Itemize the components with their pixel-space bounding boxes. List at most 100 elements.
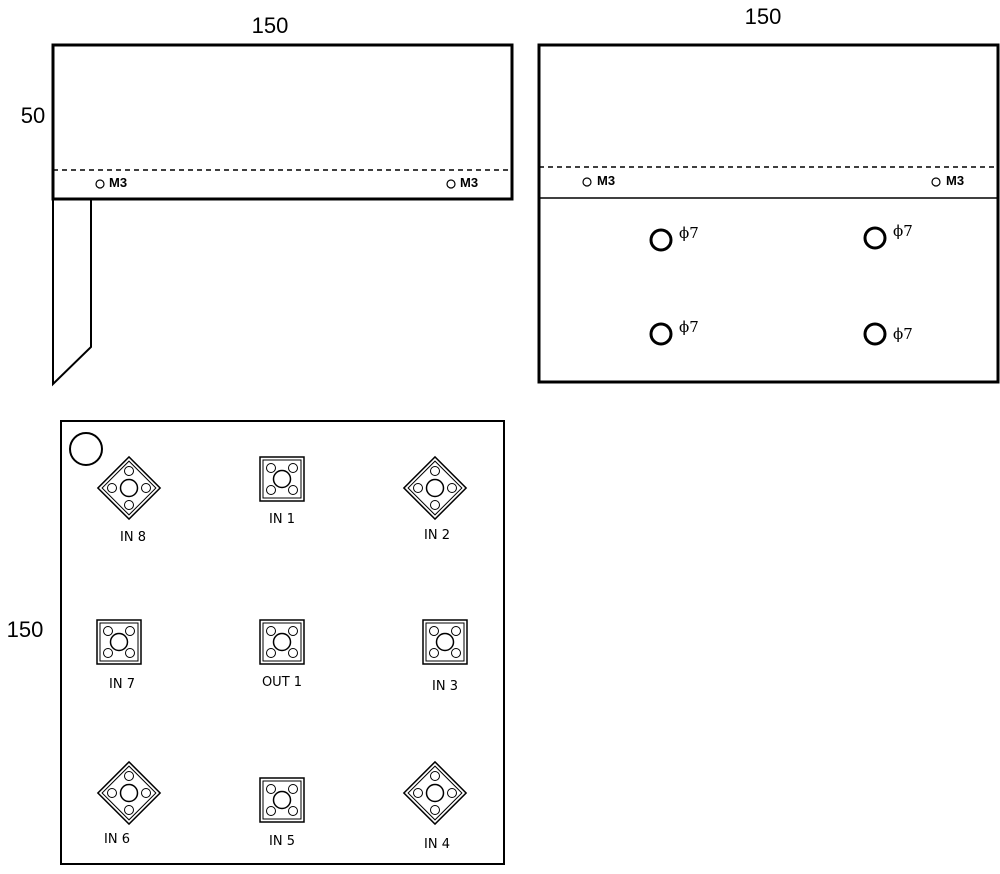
screw-hole-icon — [430, 771, 440, 781]
connector-label: IN 6 — [104, 832, 130, 847]
left-height-dimension: 50 — [21, 103, 45, 128]
screw-hole-icon — [266, 648, 276, 658]
connector-flange-inner — [407, 765, 463, 821]
screw-hole-icon — [103, 648, 113, 658]
connector-out1: OUT 1 — [259, 619, 305, 690]
connector-flange — [259, 777, 305, 823]
connector-flange-inner — [99, 622, 139, 662]
connector-in6: IN 6 — [96, 760, 162, 847]
mount-hole-icon — [863, 322, 887, 346]
connector-flange — [259, 619, 305, 665]
connector-in2: IN 2 — [402, 455, 468, 543]
connector-flange — [402, 455, 468, 521]
right-width-dimension: 150 — [745, 4, 782, 29]
phi7-label: ϕ7 — [679, 318, 699, 336]
connector-grid: IN 8 IN 1 IN 2 IN 7 OUT 1 IN 3 IN 6 IN 5 IN 4 — [96, 455, 468, 852]
screw-hole-icon — [430, 500, 440, 510]
connector-flange-inner — [101, 765, 157, 821]
m3-label-right: M3 — [460, 175, 478, 190]
screw-hole-icon — [447, 483, 457, 493]
screw-hole-icon — [429, 626, 439, 636]
connector-center-icon — [272, 469, 292, 489]
connector-center-icon — [272, 632, 292, 652]
phi7-label: ϕ7 — [893, 222, 913, 240]
phi7-label: ϕ7 — [679, 224, 699, 242]
connector-center-icon — [109, 632, 129, 652]
connector-in3: IN 3 — [422, 619, 468, 694]
connector-label: IN 2 — [424, 528, 450, 543]
m3-label-left: M3 — [597, 173, 615, 188]
screw-hole-icon — [103, 626, 113, 636]
connector-flange-inner — [101, 460, 157, 516]
screw-hole-icon — [266, 784, 276, 794]
right-top-view: 150 M3 M3 ϕ7 ϕ7 ϕ7 ϕ7 — [537, 4, 1000, 384]
connector-flange-inner — [262, 780, 302, 820]
connector-in5: IN 5 — [259, 777, 305, 849]
left-side-view: 150 50 M3 M3 — [21, 13, 514, 387]
screw-hole-icon — [451, 626, 461, 636]
screw-hole-icon — [266, 485, 276, 495]
screw-hole-icon — [124, 466, 134, 476]
screw-hole-icon — [288, 648, 298, 658]
screw-hole-icon — [125, 648, 135, 658]
phi7-label: ϕ7 — [893, 325, 913, 343]
left-width-dimension: 150 — [252, 13, 289, 38]
connector-label: IN 5 — [269, 834, 295, 849]
connector-flange — [259, 456, 305, 502]
connector-flange — [402, 760, 468, 826]
screw-hole-icon — [124, 500, 134, 510]
panel-height-dimension: 150 — [7, 617, 44, 642]
connector-label: IN 1 — [269, 512, 295, 527]
mount-hole-icon — [863, 226, 887, 250]
left-flange-leg — [52, 199, 92, 387]
m3-hole-icon — [95, 179, 105, 189]
mount-hole-icon — [649, 322, 673, 346]
connector-in7: IN 7 — [96, 619, 142, 692]
panel-hole-icon — [69, 432, 103, 466]
connector-flange — [422, 619, 468, 665]
screw-hole-icon — [288, 806, 298, 816]
m3-hole-icon — [582, 177, 592, 187]
screw-hole-icon — [288, 626, 298, 636]
screw-hole-icon — [288, 784, 298, 794]
connector-flange-inner — [262, 622, 302, 662]
screw-hole-icon — [141, 483, 151, 493]
m3-hole-icon — [446, 179, 456, 189]
screw-hole-icon — [141, 788, 151, 798]
connector-flange — [96, 455, 162, 521]
right-plate-outline — [537, 43, 1000, 384]
connector-center-icon — [425, 783, 445, 803]
screw-hole-icon — [124, 771, 134, 781]
screw-hole-icon — [124, 805, 134, 815]
connector-flange — [96, 619, 142, 665]
connector-center-icon — [119, 478, 139, 498]
screw-hole-icon — [288, 463, 298, 473]
screw-hole-icon — [451, 648, 461, 658]
screw-hole-icon — [266, 626, 276, 636]
connector-label: IN 3 — [432, 679, 458, 694]
m3-hole-icon — [931, 177, 941, 187]
screw-hole-icon — [266, 806, 276, 816]
connector-label: IN 8 — [120, 530, 146, 545]
screw-hole-icon — [447, 788, 457, 798]
front-panel-outline — [60, 420, 505, 865]
connector-flange-inner — [407, 460, 463, 516]
connector-in1: IN 1 — [259, 456, 305, 527]
connector-label: IN 4 — [424, 837, 450, 852]
connector-center-icon — [425, 478, 445, 498]
screw-hole-icon — [107, 788, 117, 798]
screw-hole-icon — [107, 483, 117, 493]
connector-center-icon — [119, 783, 139, 803]
screw-hole-icon — [413, 788, 423, 798]
screw-hole-icon — [430, 805, 440, 815]
connector-in8: IN 8 — [96, 455, 162, 545]
connector-flange-inner — [262, 459, 302, 499]
screw-hole-icon — [266, 463, 276, 473]
m3-label-right: M3 — [946, 173, 964, 188]
connector-label: OUT 1 — [262, 675, 302, 690]
connector-center-icon — [272, 790, 292, 810]
screw-hole-icon — [125, 626, 135, 636]
screw-hole-icon — [288, 485, 298, 495]
